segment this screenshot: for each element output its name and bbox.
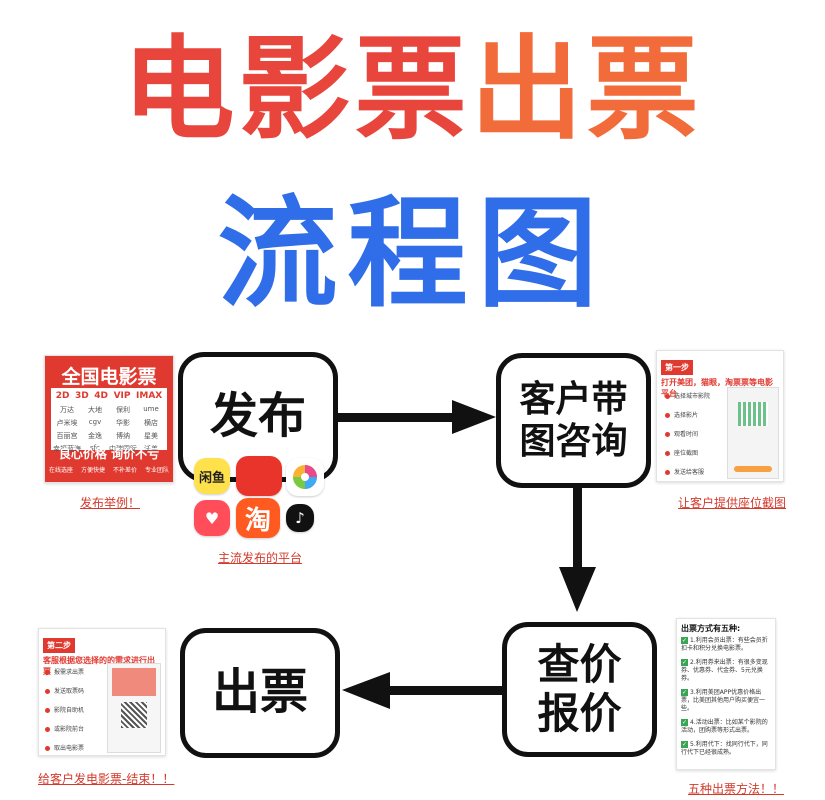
- xiaohongshu-app-icon: [236, 456, 282, 496]
- aperture-icon: [293, 465, 317, 489]
- douyin-app-icon: ♪: [286, 504, 314, 532]
- step2-item: 取出电影票: [54, 745, 85, 752]
- poster-body: 2D 3D 4D VIP IMAX 万达 大地 保利 ume 卢米埃 cgv 华…: [51, 388, 167, 453]
- chain-item: 万达: [60, 406, 74, 414]
- chain-item: 华影: [116, 419, 130, 427]
- phone-button-bar: [734, 466, 772, 472]
- format-imax: IMAX: [136, 391, 163, 401]
- check-icon: ✓: [681, 637, 688, 644]
- chain-item: 卢米埃: [56, 419, 78, 427]
- chain-item: ume: [143, 405, 159, 413]
- poster-chains: 万达 大地 保利 ume 卢米埃 cgv 华影 横店 百丽宫 金逸 博纳 星美 …: [51, 403, 167, 456]
- arrow-publish-to-consult: [336, 400, 496, 434]
- poster-footer-slogan: 良心价格 询价不亏: [58, 447, 160, 461]
- node-publish-label: 发布: [209, 388, 306, 445]
- chain-item: 百丽宫: [56, 432, 78, 440]
- photos-app-icon: [286, 458, 324, 496]
- format-3d: 3D: [75, 391, 89, 401]
- chain-item: 沃美: [144, 445, 158, 453]
- step1-card: 第一步 打开美团，猫眼，淘票票等电影平台 选择城市影院 选择影片 观看时间 座位…: [656, 350, 784, 482]
- chain-item: 金逸: [88, 432, 102, 440]
- methods-title: 出票方式有五种:: [681, 624, 741, 633]
- step1-phone-mock: [727, 387, 779, 479]
- step1-item: 选择城市影院: [674, 393, 711, 400]
- method-item: 4.活动出票：比如某个影院的活动，团购票等形式出票。: [681, 719, 768, 734]
- step1-list: 选择城市影院 选择影片 观看时间 座位截图 发送给客服: [665, 391, 710, 476]
- chain-item: 保利: [116, 406, 130, 414]
- chain-item: 博纳: [116, 432, 130, 440]
- step2-badge: 第二步: [43, 638, 75, 653]
- step2-item: 或影院前台: [54, 726, 85, 733]
- step1-item: 观看时间: [674, 431, 699, 438]
- method-item: 5.利用代下：找同行代下，同行代下已经很成熟。: [681, 741, 768, 756]
- method-item: 3.利用美团APP优惠价格出票，比美团其他用户购买便宜一些。: [681, 689, 766, 712]
- poster-tag: 在线选座: [48, 467, 73, 474]
- caption-seat-screenshot[interactable]: 让客户提供座位截图: [678, 496, 787, 510]
- node-quote-label-1: 查价: [537, 640, 622, 690]
- arrow-consult-to-quote: [559, 486, 596, 612]
- format-4d: 4D: [94, 391, 109, 401]
- step1-item: 座位截图: [674, 450, 699, 457]
- taobao-app-icon: 淘: [236, 498, 280, 538]
- title-part-movie-ticket: 电影票: [122, 25, 471, 155]
- step2-item: 影院自助机: [54, 707, 85, 714]
- pinduoduo-app-icon: ♥: [194, 500, 230, 536]
- step1-item: 发送给客服: [674, 469, 705, 476]
- chain-item: 幸福蓝海: [53, 445, 81, 453]
- caption-platforms[interactable]: 主流发布的平台: [218, 551, 303, 565]
- check-icon: ✓: [681, 659, 688, 666]
- step2-item: 发送取票码: [54, 688, 85, 695]
- step1-title: 打开美团，猫眼，淘票票等电影平台: [661, 378, 773, 398]
- caption-five-methods[interactable]: 五种出票方法！！: [688, 782, 785, 796]
- poster-tag: 方便快捷: [80, 467, 105, 474]
- poster-tag: 专业团队: [144, 467, 169, 474]
- seat-map-icon: [738, 402, 768, 426]
- method-item: 2.利用券来出票：有很多变现券、优惠券、代金券、5元兑换券。: [681, 659, 768, 682]
- title-line-2: 流程图: [217, 185, 608, 324]
- step1-item: 选择影片: [674, 412, 699, 419]
- five-methods-card: 出票方式有五种: ✓1.利用会员出票：有些会员折扣卡和积分兑换电影票。 ✓2.利…: [676, 618, 776, 770]
- chain-item: cgv: [88, 418, 102, 426]
- step2-phone-mock: [107, 663, 161, 753]
- node-consult-label-1: 客户带: [519, 379, 628, 421]
- ticket-poster-icon: [112, 668, 156, 696]
- poster-footer: 良心价格 询价不亏 在线选座 方便快捷 不补差价 专业团队: [45, 445, 173, 474]
- format-vip: VIP: [113, 391, 131, 401]
- step2-list: 报需求出票 发送取票码 影院自助机 或影院前台 取出电影票: [45, 667, 84, 752]
- step1-badge: 第一步: [661, 360, 693, 375]
- poster-header: 全国电影票: [61, 366, 157, 388]
- qr-code-icon: [121, 702, 147, 728]
- title-line-1: 电影票出票: [0, 20, 825, 160]
- caption-send-ticket[interactable]: 给客户发电影票-结束！！: [38, 772, 175, 786]
- caption-publish-example[interactable]: 发布举例！: [80, 496, 141, 510]
- chain-item: 星美: [144, 432, 158, 440]
- node-issue-label: 出票: [211, 664, 308, 721]
- check-icon: ✓: [681, 689, 688, 696]
- check-icon: ✓: [681, 741, 688, 748]
- poster-formats: 2D 3D 4D VIP IMAX: [51, 388, 167, 403]
- xianyu-app-icon: 闲鱼: [194, 458, 230, 494]
- chain-item: 大地: [88, 406, 102, 414]
- node-quote: 查价 报价: [502, 622, 657, 757]
- chain-item: sfc: [90, 444, 100, 452]
- chain-item: 中瑞国际: [109, 445, 137, 453]
- title-part-issue: 出票: [470, 25, 703, 155]
- step2-card: 第二步 客服根据您选择的的需求进行出票 报需求出票 发送取票码 影院自助机 或影…: [38, 628, 166, 756]
- node-consult-label-2: 图咨询: [519, 420, 628, 462]
- node-quote-label-2: 报价: [537, 688, 622, 738]
- chain-item: 横店: [144, 419, 158, 427]
- method-item: 1.利用会员出票：有些会员折扣卡和积分兑换电影票。: [681, 637, 768, 652]
- publish-example-poster: 全国电影票 2D 3D 4D VIP IMAX 万达 大地 保利 ume 卢米埃…: [44, 355, 174, 483]
- check-icon: ✓: [681, 719, 688, 726]
- arrow-quote-to-issue: [342, 672, 503, 709]
- format-2d: 2D: [55, 391, 70, 401]
- poster-tag: 不补差价: [112, 467, 137, 474]
- node-consult: 客户带 图咨询: [496, 353, 651, 488]
- poster-tags: 在线选座 方便快捷 不补差价 专业团队: [45, 465, 173, 474]
- node-issue: 出票: [180, 628, 340, 758]
- step2-item: 报需求出票: [54, 669, 85, 676]
